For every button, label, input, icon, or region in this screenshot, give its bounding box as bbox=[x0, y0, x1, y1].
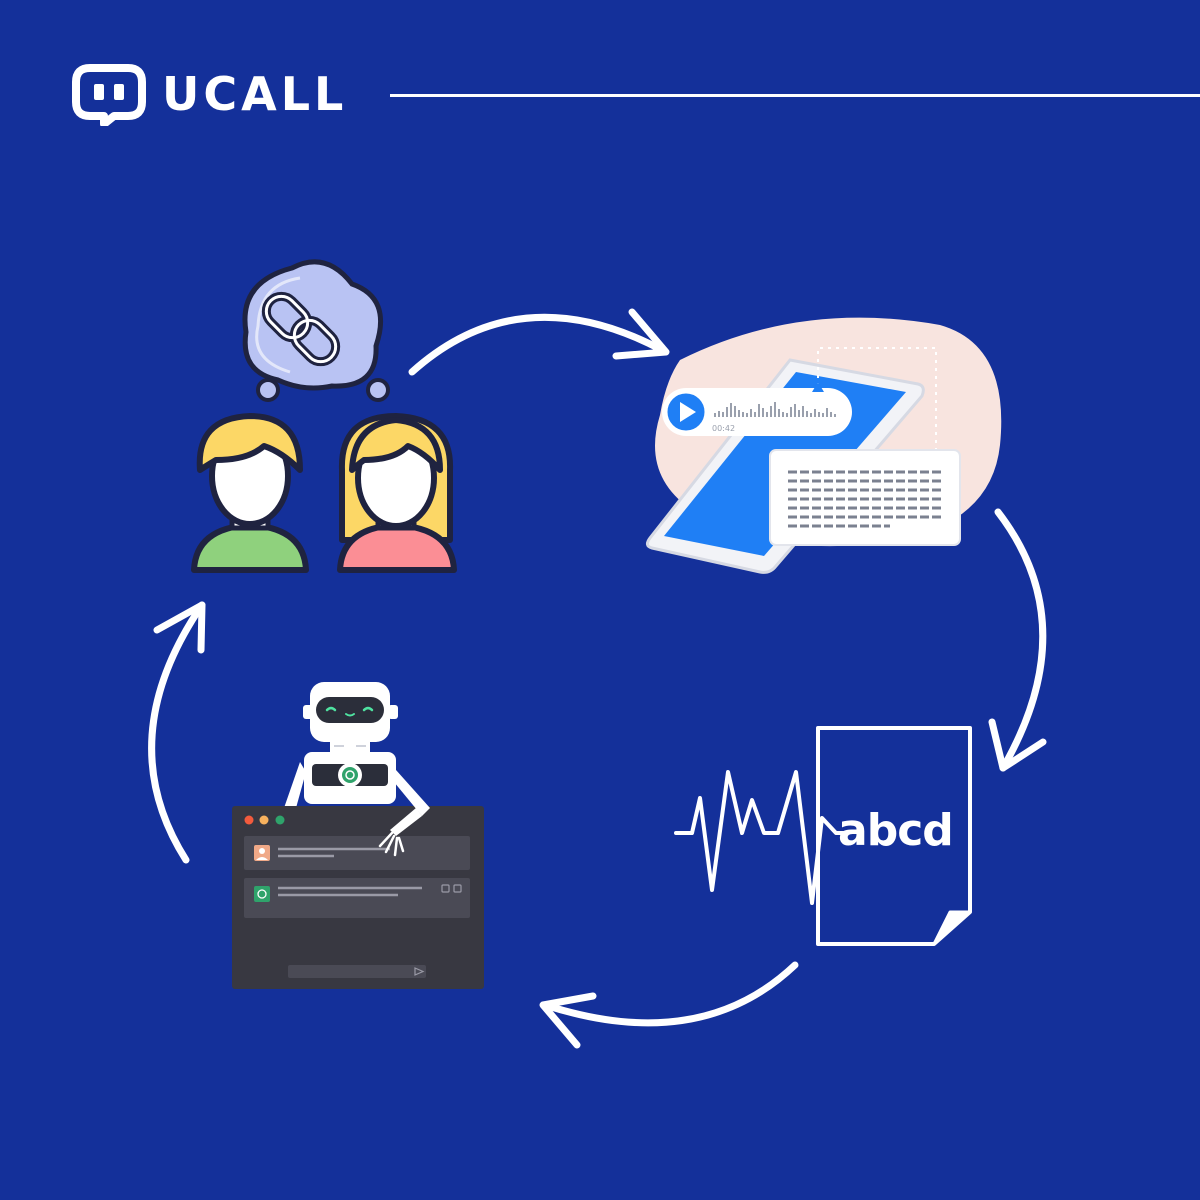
chat-message-user bbox=[244, 836, 470, 870]
thumbs-up-icon[interactable] bbox=[441, 884, 450, 893]
arrow-people-to-phone bbox=[408, 308, 670, 376]
audio-duration: 00:42 bbox=[712, 424, 735, 433]
voice-message-bubble: 00:42 bbox=[662, 382, 852, 436]
robot-right-arm bbox=[378, 770, 430, 857]
window-minimize-dot bbox=[259, 815, 269, 825]
brand-name: UCALL bbox=[162, 67, 348, 121]
robot bbox=[284, 682, 398, 808]
ucall-chat-logo-icon bbox=[72, 64, 146, 126]
chain-link-fill bbox=[264, 294, 338, 364]
arrow-bot-to-people bbox=[148, 601, 206, 864]
phone-voice-transcript-illustration: 00:42 bbox=[645, 317, 1002, 574]
people-linked-illustration bbox=[191, 259, 457, 573]
person-right-avatar bbox=[337, 413, 457, 573]
chat-message-bot bbox=[244, 878, 470, 918]
speech-to-text-document-illustration: abcd bbox=[674, 726, 972, 946]
thumbs-down-icon[interactable] bbox=[453, 884, 462, 893]
play-icon bbox=[680, 402, 696, 422]
robot-chatbot-illustration bbox=[232, 682, 484, 989]
ai-logo-icon bbox=[342, 767, 358, 783]
arrow-transcript-to-bot bbox=[539, 961, 799, 1049]
brand-header: UCALL bbox=[70, 62, 347, 126]
arrow-phone-to-transcript bbox=[988, 508, 1047, 772]
send-icon[interactable] bbox=[414, 967, 425, 976]
pointer-marker-icon bbox=[812, 382, 824, 392]
person-left-avatar bbox=[191, 413, 309, 573]
transcript-text: abcd bbox=[838, 805, 953, 856]
window-close-dot bbox=[244, 815, 254, 825]
robot-left-arm bbox=[284, 762, 306, 808]
dotted-connector bbox=[817, 347, 937, 460]
window-maximize-dot bbox=[275, 815, 285, 825]
thought-cloud bbox=[242, 259, 390, 402]
robot-hand-icon bbox=[378, 831, 405, 857]
bot-avatar-icon bbox=[254, 886, 270, 902]
chat-input-field[interactable] bbox=[288, 965, 426, 978]
sound-wave-icon bbox=[674, 770, 848, 905]
robot-visor bbox=[316, 697, 384, 723]
transcript-card bbox=[769, 449, 961, 546]
chat-window bbox=[232, 806, 484, 989]
audio-waveform-icon bbox=[714, 402, 836, 417]
header-divider bbox=[390, 94, 1200, 97]
